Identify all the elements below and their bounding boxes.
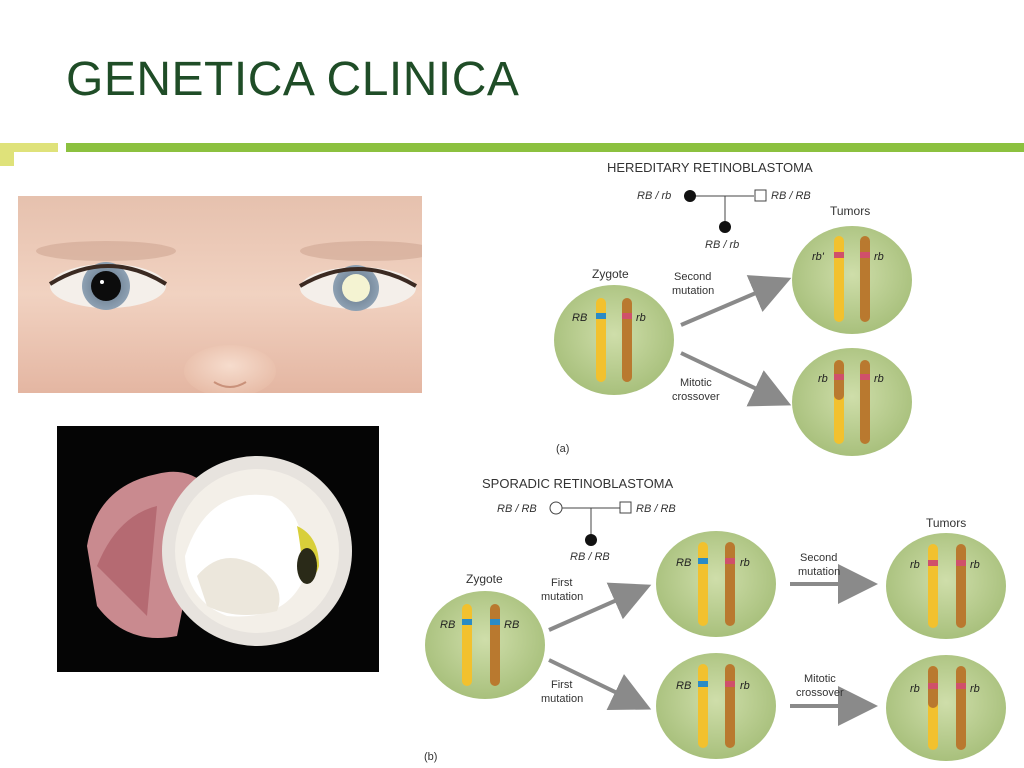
title-accent-block	[0, 143, 58, 152]
pedigree-a-parent-right: RB / RB	[771, 190, 811, 202]
intermediate-b-top-cell	[656, 531, 776, 637]
affected-child-symbol	[719, 221, 731, 233]
unaffected-father-symbol	[619, 501, 632, 514]
arrow-first-mutation-bottom	[548, 658, 652, 711]
svg-text:rb: rb	[970, 559, 980, 571]
pedigree-b-parent-right: RB / RB	[636, 503, 676, 515]
tumor-a-bottom-cell	[792, 348, 912, 456]
affected-parent-symbol	[684, 190, 696, 202]
tumors-b-label: Tumors	[926, 516, 966, 530]
svg-text:RB: RB	[676, 557, 691, 569]
svg-text:RB: RB	[504, 619, 519, 631]
svg-text:RB: RB	[572, 312, 587, 324]
affected-child-b-symbol	[585, 534, 597, 546]
zygote-a-label: Zygote	[592, 267, 629, 281]
svg-text:rb: rb	[910, 559, 920, 571]
tumor-a-top-cell	[792, 226, 912, 334]
zygote-b-label: Zygote	[466, 572, 503, 586]
svg-text:rb: rb	[636, 312, 646, 324]
svg-text:rb: rb	[910, 683, 920, 695]
arrow-second-mutation-a	[680, 275, 792, 327]
svg-text:rb': rb'	[812, 251, 825, 263]
tumors-a-label: Tumors	[830, 204, 870, 218]
title-underline-bar	[66, 143, 1024, 152]
pedigree-a-parent-left: RB / rb	[637, 190, 671, 202]
sporadic-heading: SPORADIC RETINOBLASTOMA	[482, 476, 674, 491]
pedigree-b-child: RB / RB	[570, 551, 610, 563]
arrow-first-mutation-top	[548, 582, 652, 632]
slide-title: GENETICA CLINICA	[66, 53, 520, 106]
svg-text:rb: rb	[818, 373, 828, 385]
eyes-photo	[18, 196, 422, 393]
arrow-mitotic-crossover-a	[680, 351, 792, 407]
svg-text:RB: RB	[676, 680, 691, 692]
zygote-b-cell	[425, 591, 545, 699]
svg-text:rb: rb	[740, 680, 750, 692]
svg-text:rb: rb	[874, 251, 884, 263]
svg-text:rb: rb	[970, 683, 980, 695]
panel-a-label: (a)	[556, 443, 569, 455]
svg-text:rb: rb	[740, 557, 750, 569]
intermediate-b-bottom-cell	[656, 653, 776, 759]
zygote-a-cell	[554, 285, 674, 395]
tumor-b-top-cell	[886, 533, 1006, 639]
tumor-photo	[57, 426, 379, 672]
tumor-b-bottom-cell	[886, 655, 1006, 761]
svg-text:RB: RB	[440, 619, 455, 631]
svg-text:rb: rb	[874, 373, 884, 385]
title-accent-square	[0, 152, 14, 166]
hereditary-heading: HEREDITARY RETINOBLASTOMA	[607, 160, 813, 175]
pedigree-b-parent-left: RB / RB	[497, 503, 537, 515]
pedigree-a-child: RB / rb	[705, 239, 739, 251]
unaffected-parent-symbol	[754, 189, 767, 202]
panel-b-label: (b)	[424, 751, 437, 763]
unaffected-mother-symbol	[549, 501, 563, 515]
